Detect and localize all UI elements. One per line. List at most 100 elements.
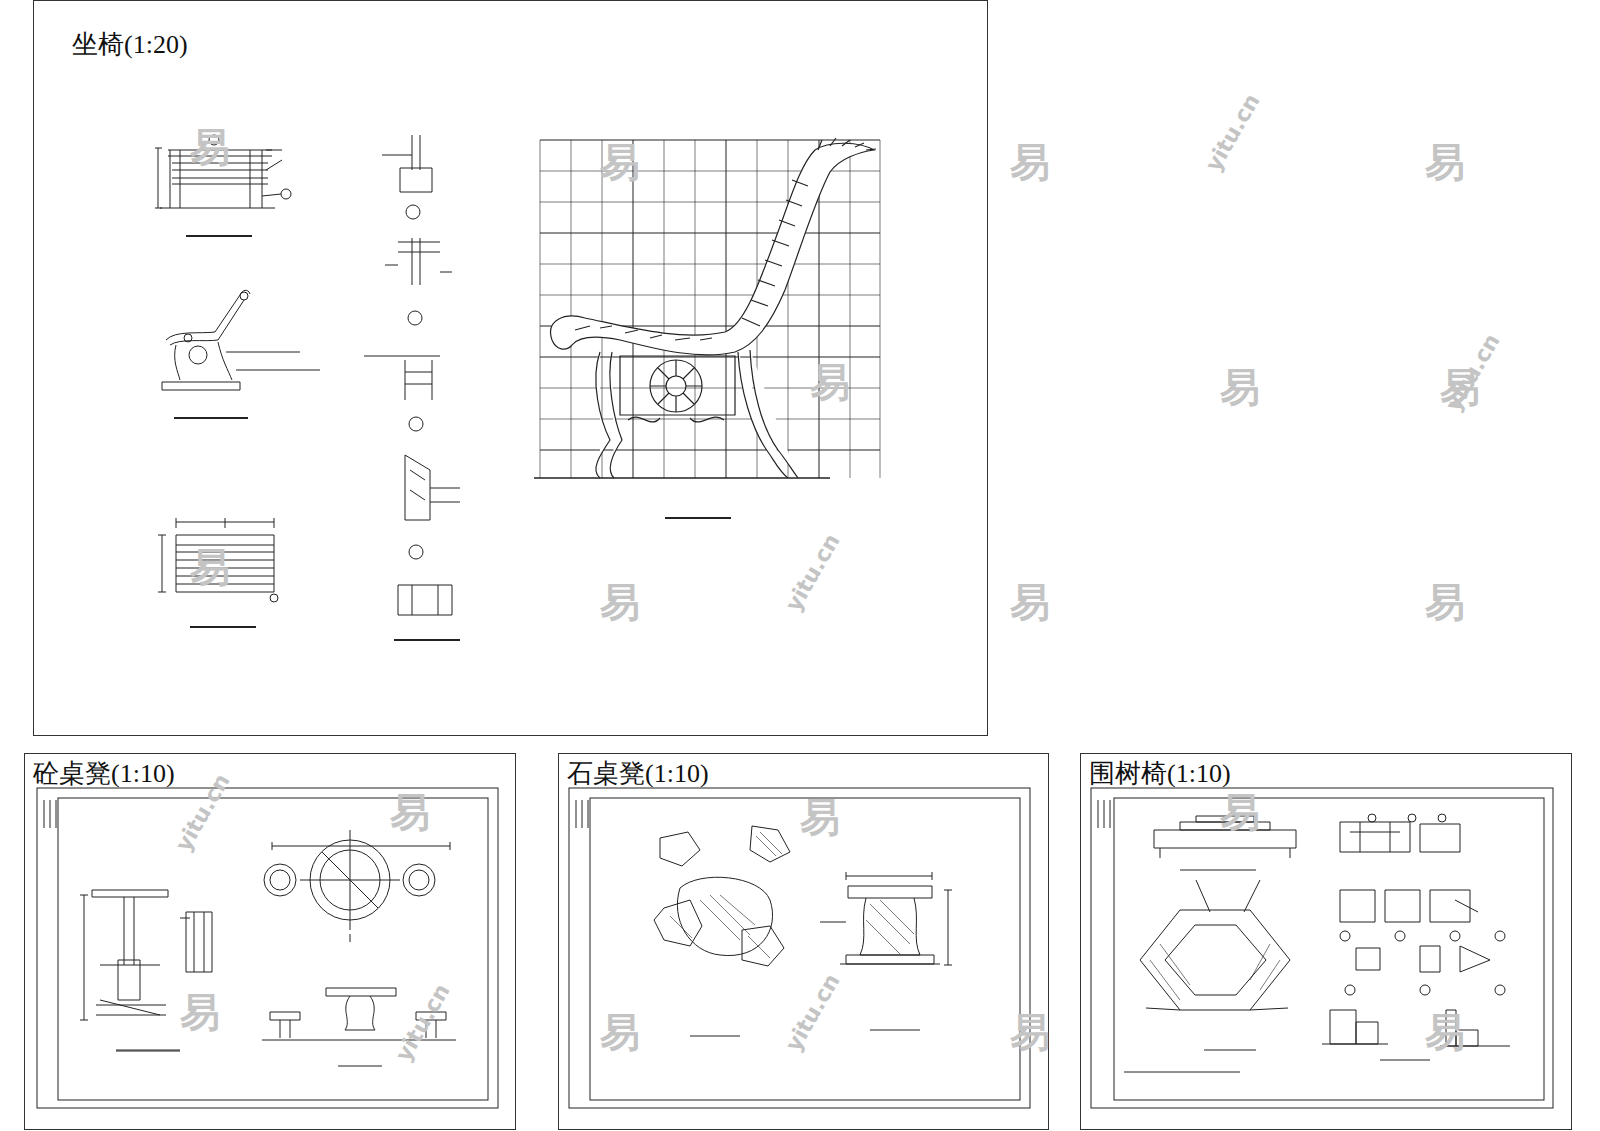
bench-side-elevation [162, 290, 320, 418]
tree-bench-drawings-part [1322, 1010, 1388, 1044]
stone-table-drawings-part [690, 1036, 740, 1037]
bench-side-large-part [650, 360, 702, 412]
concrete-table-drawings-part [270, 870, 290, 890]
panel-title: 围树椅(1:10) [1089, 756, 1231, 791]
watermark: 易 [390, 785, 430, 840]
panel-title: 砼桌凳(1:10) [33, 756, 175, 791]
concrete-table-drawings-part [326, 988, 396, 1030]
tree-bench-drawings-part [1356, 946, 1490, 972]
tree-bench-drawings-part [1420, 985, 1430, 995]
watermark: yitu.cn [780, 969, 844, 1055]
tree-bench-drawings-part [1438, 814, 1446, 822]
tree-bench-drawings-part [1146, 880, 1288, 1010]
concrete-table-drawings-part [409, 870, 429, 890]
tree-bench-drawings-part [1124, 1060, 1430, 1072]
tree-bench-drawings-part [1160, 848, 1290, 870]
tree-bench-drawings-part [1495, 985, 1505, 995]
bench-detail-column-part [409, 545, 423, 559]
bench-detail-column-part [405, 455, 460, 520]
watermark: 易 [1425, 135, 1465, 190]
concrete-table-drawings-part [300, 830, 400, 930]
stone-table-drawings-part [870, 1030, 920, 1031]
watermark: 易 [180, 985, 220, 1040]
bench-side-large-part [665, 517, 731, 519]
inner-frames-part [58, 798, 488, 1100]
bench-grid [540, 140, 880, 478]
watermark: 易 [1220, 785, 1260, 840]
concrete-table-drawings-part [403, 864, 435, 896]
inner-frames-part [1114, 798, 1544, 1100]
concrete-table-drawings-part [116, 1050, 180, 1051]
stone-table-drawings-part [660, 826, 790, 866]
tree-bench-drawings-part [1140, 910, 1290, 1010]
tree-bench-drawings-part [1340, 931, 1350, 941]
stone-table-drawings-part [866, 900, 914, 954]
bench-side-elevation-part [189, 346, 207, 364]
concrete-table-drawings-part [80, 895, 160, 1020]
bench-side-elevation-part [226, 352, 320, 370]
bench-grid-part [540, 171, 880, 419]
bench-grid-major-part [540, 140, 880, 478]
bench-side-large-part [738, 350, 798, 478]
bench-front-elevation-part [281, 189, 291, 199]
tree-bench-drawings-part [1165, 925, 1266, 995]
watermark: yitu.cn [780, 529, 844, 615]
bench-front-elevation-part [186, 235, 252, 237]
inner-frames-part [576, 800, 588, 828]
bench-side-large-part [620, 356, 735, 415]
bench-grid-major-part [534, 477, 830, 479]
tree-bench-drawings-part [1450, 931, 1460, 941]
bench-plan [158, 518, 278, 627]
bench-plan-part [190, 626, 256, 628]
bench-side-elevation-part [184, 334, 192, 342]
bench-grid-major [534, 140, 880, 478]
concrete-table-drawings [80, 830, 456, 1066]
watermark: 易 [190, 120, 230, 175]
bench-side-elevation-part [174, 417, 248, 419]
bench-side-large-part [628, 417, 724, 422]
bench-detail-column-part [382, 135, 432, 192]
tree-bench-drawings-part [1345, 985, 1355, 995]
watermark: 易 [1010, 135, 1050, 190]
watermark: 易 [810, 355, 850, 410]
watermark: 易 [800, 790, 840, 845]
panel-title: 坐椅(1:20) [72, 27, 188, 62]
bench-front-elevation-part [262, 194, 281, 196]
bench-side-large-part [575, 326, 712, 340]
bench-side-large-part [596, 352, 622, 478]
bench-detail-column-part [394, 639, 460, 641]
bench-side-large-part [742, 180, 808, 326]
bench-side-elevation-part [240, 292, 248, 300]
bench-detail-column-part [385, 238, 452, 285]
inner-frames-part [1091, 788, 1553, 1108]
tree-bench-drawings-part [1204, 1050, 1256, 1051]
bench-detail-column-part [408, 311, 422, 325]
watermark: 易 [1010, 575, 1050, 630]
tree-bench-drawings-part [1150, 944, 1280, 1000]
inner-frames-part [37, 788, 498, 1108]
bench-side-large-part [551, 143, 874, 355]
watermark: 易 [190, 540, 230, 595]
bench-detail-column-part [406, 205, 420, 219]
watermark: yitu.cn [170, 769, 234, 855]
bench-side-elevation-part [175, 342, 232, 380]
tree-bench-drawings-part [1368, 814, 1376, 822]
bench-side-large-part [650, 360, 702, 412]
bench-side-elevation-part [162, 382, 240, 390]
concrete-table-drawings-part [272, 842, 450, 942]
tree-bench-drawings-part [1395, 931, 1405, 941]
watermark: 易 [1220, 360, 1260, 415]
concrete-table-drawings-part [180, 912, 212, 972]
stone-table-drawings-part [840, 955, 940, 964]
bench-detail-column-part [409, 417, 423, 431]
concrete-table-drawings-part [92, 890, 168, 1015]
bench-detail-column [364, 135, 460, 640]
tree-bench-drawings-part [1340, 890, 1478, 922]
inner-frames-part [1098, 800, 1110, 828]
bench-plan-part [270, 594, 278, 602]
inner-frames-part [590, 798, 1020, 1100]
tree-bench-drawings-part [1408, 814, 1416, 822]
